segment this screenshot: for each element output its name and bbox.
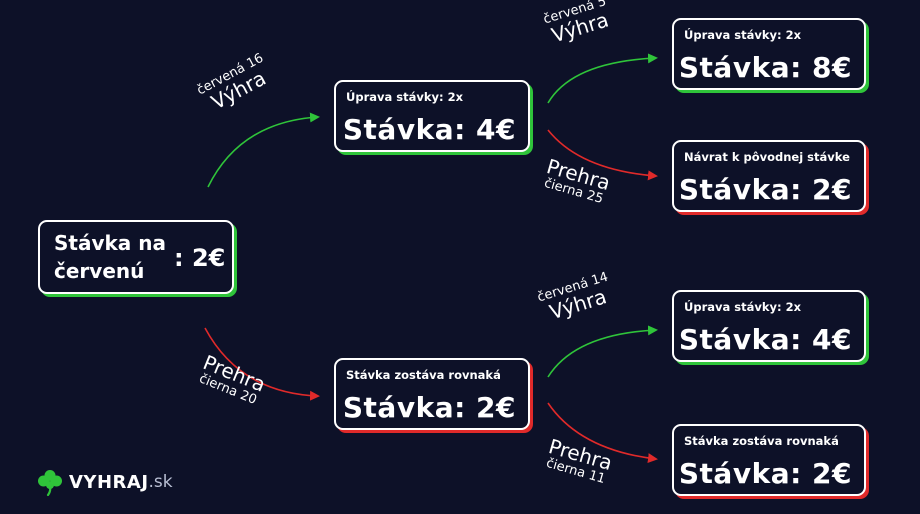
vyhraj-logo[interactable]: VYHRAJ.sk — [36, 468, 173, 496]
stake-value: Stávka: 2€ — [342, 391, 516, 424]
stake-note: Úprava stávky: 2x — [684, 28, 802, 42]
clover-icon — [38, 470, 62, 496]
arrow-loss-to-win — [547, 325, 658, 378]
stake-note: Stávka zostáva rovnaká — [684, 434, 839, 448]
root-line2: červenú — [54, 259, 145, 283]
arrow-loss-to-loss — [547, 402, 658, 464]
stake-note: Stávka zostáva rovnaká — [346, 368, 501, 382]
stake-value: Stávka: 8€ — [678, 51, 852, 84]
stake-note: Úprava stávky: 2x — [346, 90, 464, 104]
stake-value: Stávka: 2€ — [678, 457, 852, 490]
logo-tld: .sk — [148, 472, 173, 492]
stake-value: Stávka: 2€ — [678, 173, 852, 206]
level1-win-box: Úprava stávky: 2x Stávka: 4€ — [334, 80, 530, 152]
root-bet-box: Stávka na červenú : 2€ — [38, 220, 234, 294]
stake-note: Návrat k pôvodnej stávke — [684, 150, 850, 164]
arrow-root-to-win — [207, 112, 320, 188]
level2-box-4: Stávka zostáva rovnaká Stávka: 2€ — [672, 424, 866, 496]
level1-loss-box: Stávka zostáva rovnaká Stávka: 2€ — [334, 358, 530, 430]
level2-box-3: Úprava stávky: 2x Stávka: 4€ — [672, 290, 866, 362]
arrow-win-to-loss — [547, 129, 658, 181]
arrow-win-to-win — [547, 53, 658, 104]
stake-value: Stávka: 4€ — [342, 113, 516, 146]
arrow-root-to-loss — [204, 327, 320, 401]
level2-box-2: Návrat k pôvodnej stávke Stávka: 2€ — [672, 140, 866, 212]
root-amount: : 2€ — [174, 244, 226, 272]
stake-value: Stávka: 4€ — [678, 323, 852, 356]
level2-box-1: Úprava stávky: 2x Stávka: 8€ — [672, 18, 866, 90]
root-line1: Stávka na — [54, 231, 166, 255]
stake-note: Úprava stávky: 2x — [684, 300, 802, 314]
logo-brand: VYHRAJ — [69, 471, 149, 493]
